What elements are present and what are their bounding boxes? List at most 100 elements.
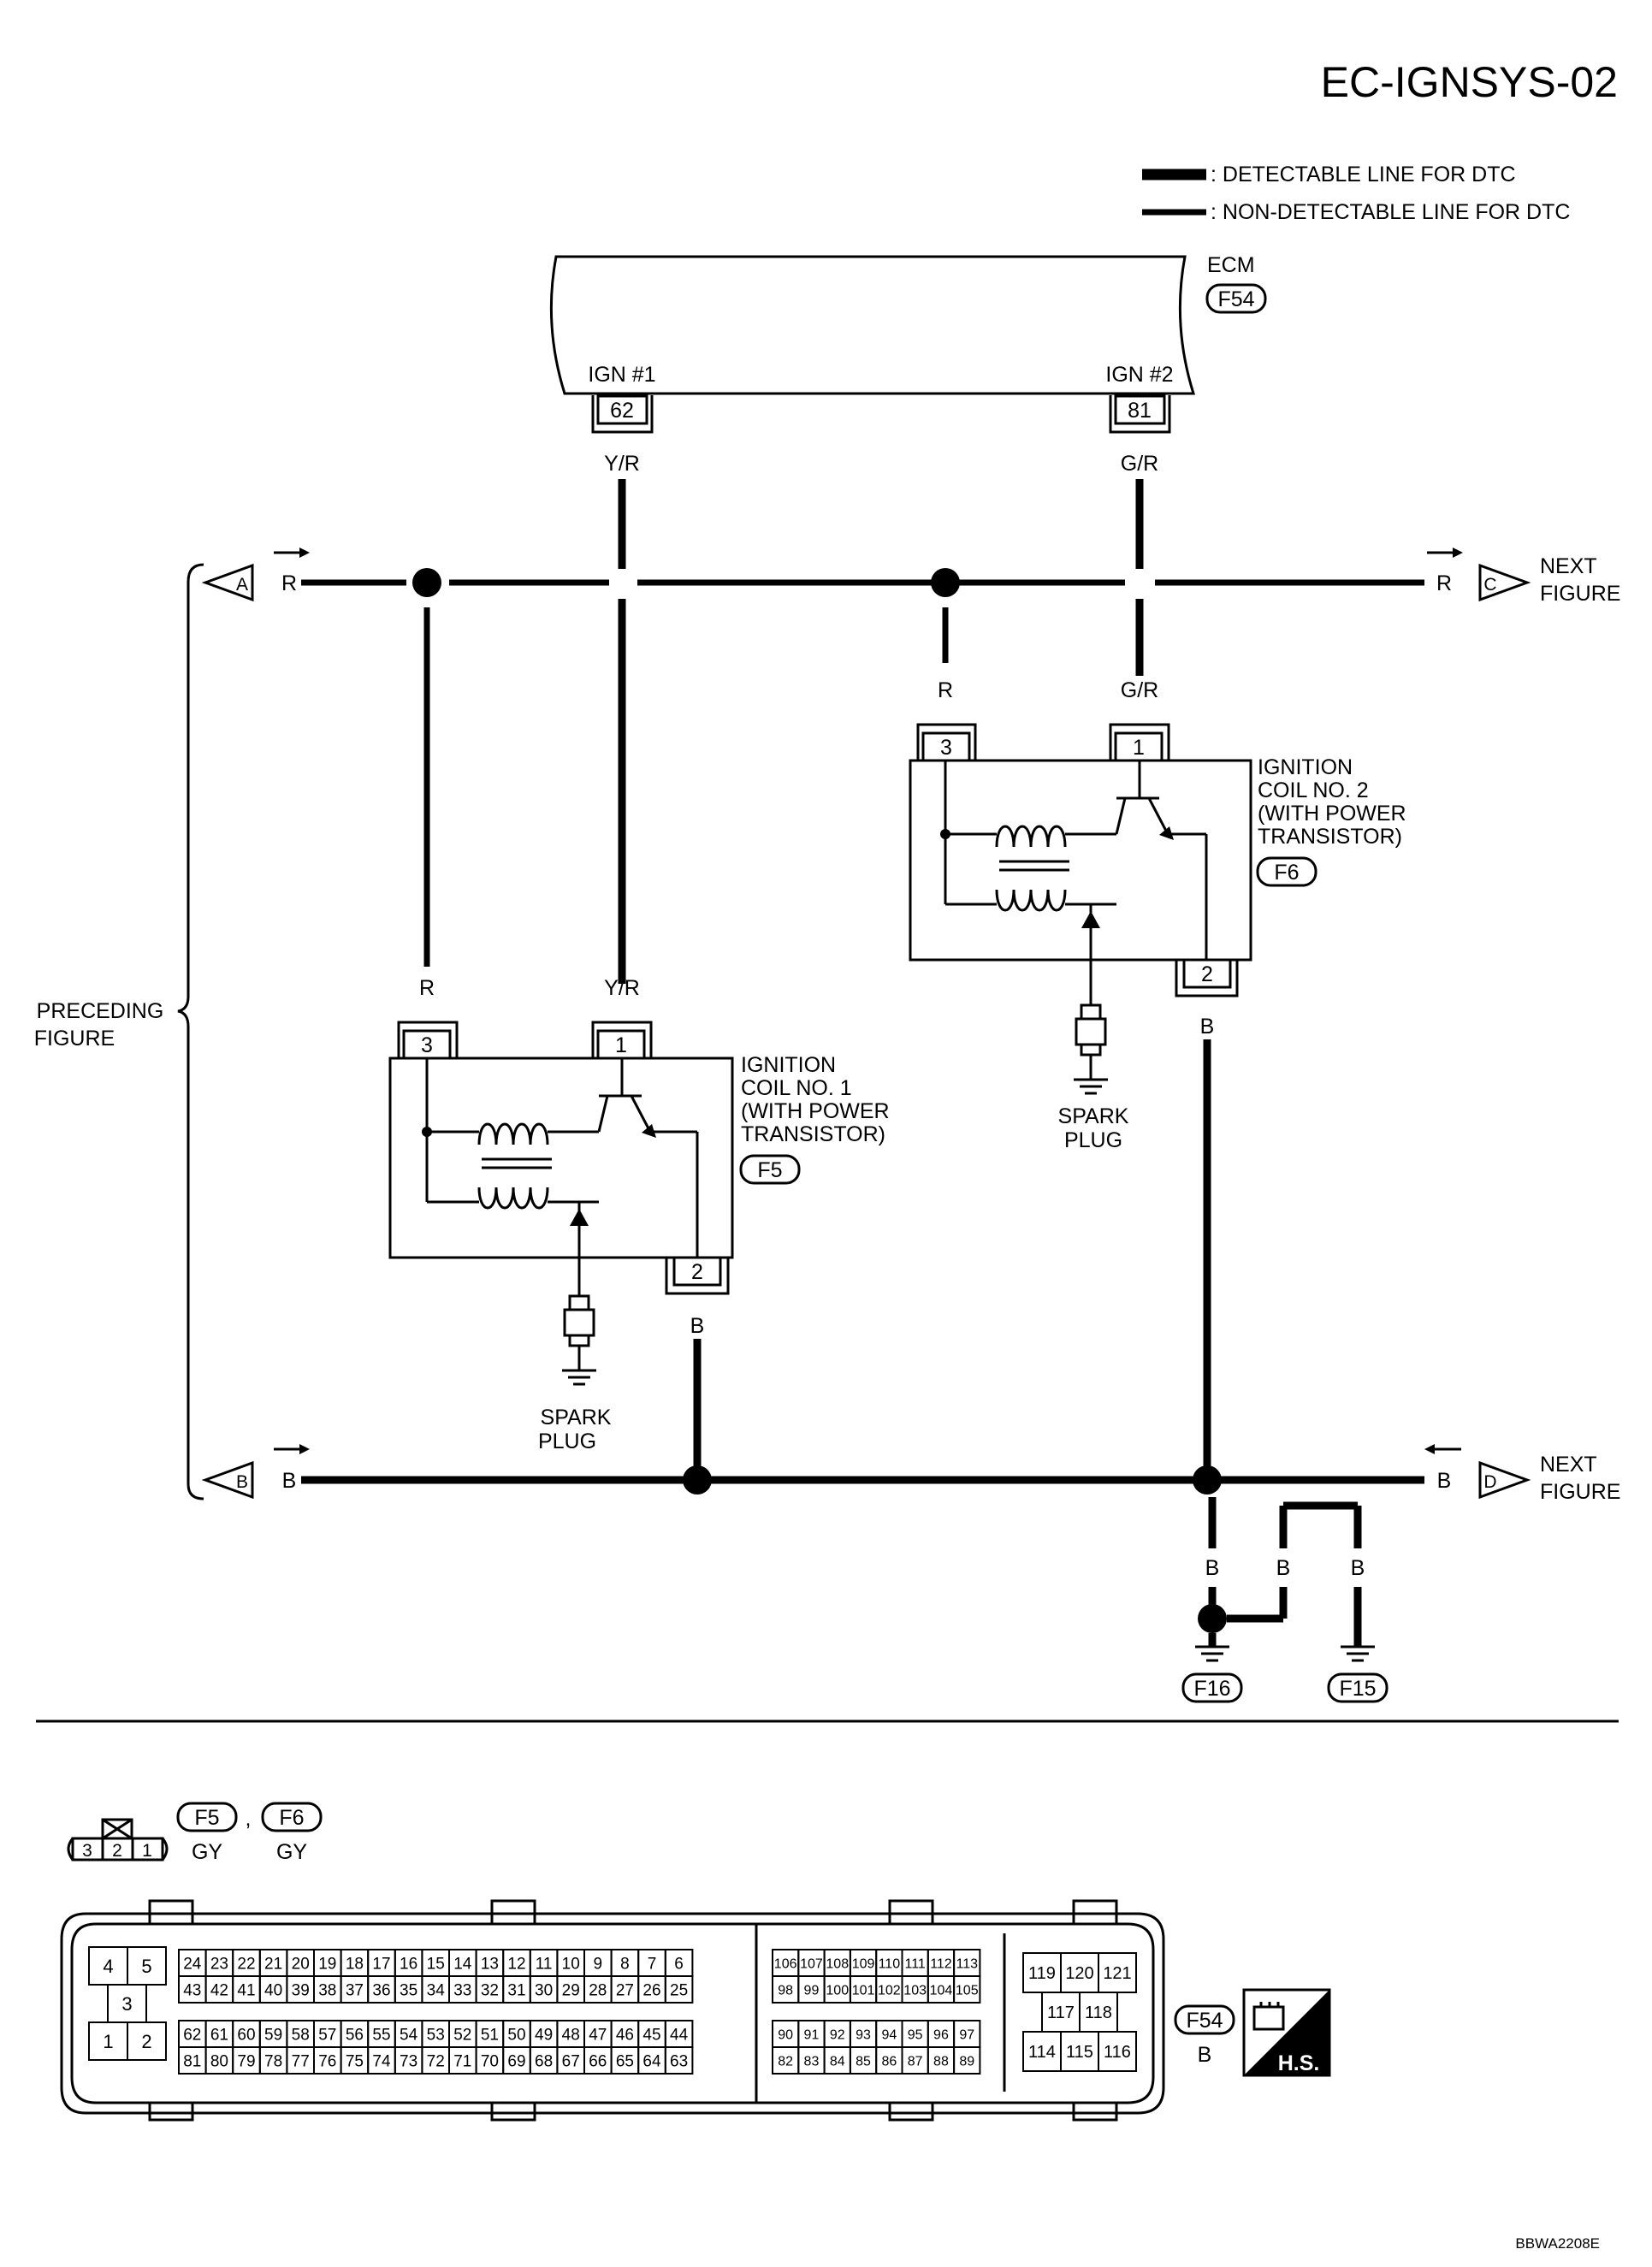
coil1-connector-badge (739, 1154, 801, 1185)
coil1-signal-color: Y/R (604, 976, 640, 1000)
pin-number: 32 (481, 1981, 499, 1999)
pin-number: 34 (427, 1981, 446, 1999)
svg-text:1: 1 (615, 1033, 627, 1057)
pin-number: 63 (670, 2052, 688, 2070)
connector-f5-color: GY (192, 1840, 222, 1864)
pin-number: 55 (372, 2026, 390, 2044)
power-splice-2 (931, 568, 960, 597)
harness-side-symbol: H.S. (1242, 1988, 1331, 2077)
ground-f15-label: F15 (1339, 1677, 1376, 1701)
pin-number: 6 (674, 1955, 684, 1973)
harness-side-label: H.S. (1278, 2051, 1320, 2075)
pin-number: 28 (589, 1981, 607, 1999)
pin-number: 56 (346, 2026, 364, 2044)
pin-number: 119 (1028, 1964, 1056, 1983)
pin-number: 68 (535, 2052, 553, 2070)
spark-plug-2-line1: SPARK (1058, 1104, 1129, 1128)
pin-number: 105 (956, 1983, 979, 1998)
pin-number: 38 (318, 1981, 336, 1999)
svg-text:,: , (246, 1807, 252, 1831)
connector-f54-badge (1174, 2004, 1235, 2035)
pin-number: 16 (400, 1955, 417, 1973)
pin-cell (664, 1975, 694, 2004)
pin-number: 60 (237, 2026, 255, 2044)
spark-plug-1-line1: SPARK (541, 1406, 612, 1429)
pin-cell (664, 2046, 694, 2075)
preceding-figure-line2: FIGURE (34, 1027, 115, 1051)
link-a-wire-color: R (281, 571, 297, 595)
pin-number: 37 (346, 1981, 364, 1999)
svg-text:C: C (1483, 575, 1496, 595)
ground-f15-badge (1327, 1672, 1389, 1703)
svg-text:D: D (1483, 1472, 1496, 1492)
pin-number: 35 (400, 1981, 417, 1999)
pin-number: 72 (427, 2052, 445, 2070)
pin-number: 120 (1065, 1964, 1093, 1983)
connector-f6-color: GY (276, 1840, 307, 1864)
ecm-connector-badge (1205, 283, 1267, 314)
pin-number: 114 (1028, 2043, 1056, 2062)
pin-number: 90 (778, 2027, 793, 2042)
ground-splice-2 (1193, 1465, 1222, 1495)
ground-splice-1 (683, 1465, 712, 1495)
coil2-signal-color: G/R (1121, 678, 1158, 702)
pin-number: 78 (264, 2052, 282, 2070)
pin-number: 66 (589, 2052, 607, 2070)
svg-text:3: 3 (82, 1841, 92, 1861)
pin-number: 99 (804, 1983, 820, 1998)
coil1-ground-color: B (690, 1314, 705, 1338)
pin-number: 21 (264, 1955, 282, 1973)
pin-number: 111 (904, 1956, 925, 1971)
pin-number: 100 (826, 1983, 849, 1998)
power-splice-1 (412, 568, 441, 597)
pin-number: 117 (1047, 2004, 1075, 2022)
coil2-ground-color: B (1200, 1015, 1215, 1039)
coil1-label-line2: COIL NO. 1 (741, 1076, 852, 1100)
pin-number: 93 (856, 2027, 871, 2042)
ecm-pin-81: 81 (1109, 394, 1171, 434)
pin-number: 77 (292, 2052, 310, 2070)
pin-number: 24 (183, 1955, 202, 1973)
pin-number: 22 (237, 1955, 255, 1973)
pin-number: 19 (318, 1955, 336, 1973)
coil1-power-color: R (419, 976, 435, 1000)
pin-number: 54 (400, 2026, 418, 2044)
svg-text:3: 3 (940, 736, 952, 760)
pin-number: 94 (881, 2027, 897, 2042)
pin-number: 96 (933, 2027, 949, 2042)
pin-number: 86 (881, 2054, 897, 2069)
pin-number: 104 (930, 1983, 953, 1998)
pin-number: 67 (562, 2052, 580, 2070)
link-d: B D NEXT FIGURE (1424, 1444, 1620, 1504)
pin-number: 75 (346, 2052, 364, 2070)
legend: : DETECTABLE LINE FOR DTC : NON-DETECTAB… (1142, 163, 1570, 224)
pin-number: 107 (800, 1956, 823, 1971)
ignition-coil-1: R Y/R 3 1 2 IGNITION (388, 976, 890, 1295)
coil1-connector-label: F5 (757, 1158, 782, 1182)
ecm-connector-face (60, 1899, 1165, 2122)
pin-number: 79 (237, 2052, 255, 2070)
pin-number: 91 (804, 2027, 820, 2042)
next-figure-c-line2: FIGURE (1540, 582, 1620, 606)
pin-number: 29 (562, 1981, 580, 1999)
svg-text:2: 2 (1201, 962, 1213, 986)
coil2-label-line3: (WITH POWER (1258, 802, 1406, 826)
wire-color-ign1-top: Y/R (604, 452, 640, 476)
pin-cell (953, 2046, 981, 2075)
pin-number: 85 (856, 2054, 871, 2069)
pin-number: 5 (141, 1956, 151, 1977)
pin-number: 18 (346, 1955, 364, 1973)
pin-number: 71 (453, 2052, 471, 2070)
pin-number: 98 (778, 1983, 793, 1998)
pin-number: 57 (318, 2026, 336, 2044)
pin-number: 51 (481, 2026, 499, 2044)
figure-code: BBWA2208E (1515, 2235, 1600, 2252)
pin-number: 26 (642, 1981, 660, 1999)
pin-number: 1 (103, 2031, 113, 2052)
coil2-label-line2: COIL NO. 2 (1258, 778, 1369, 802)
svg-text:3: 3 (421, 1033, 433, 1057)
pin-number: 101 (852, 1983, 875, 1998)
pin-number: 15 (427, 1955, 445, 1973)
ecm-pin-62: 62 (591, 394, 654, 434)
